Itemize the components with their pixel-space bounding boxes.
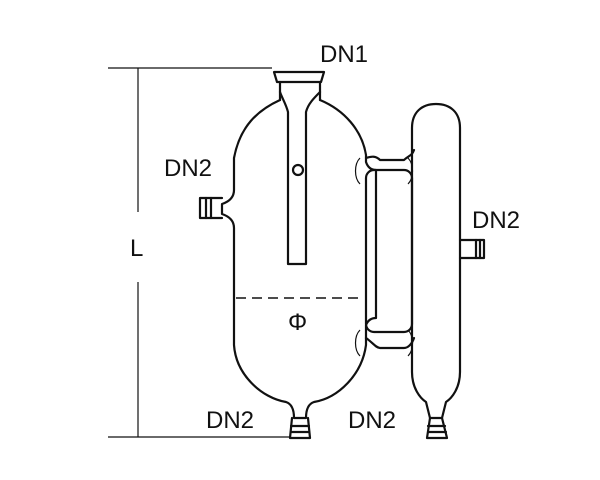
bottom-left-port (288, 416, 312, 440)
left-side-port (198, 196, 224, 220)
lower-left-joint-mark (354, 329, 361, 357)
dip-tube (278, 90, 322, 266)
label-diameter: Φ (288, 309, 307, 336)
label-dn1: DN1 (320, 41, 368, 68)
length-dimension (108, 67, 290, 438)
dn1-flange (272, 70, 326, 84)
right-side-port (458, 238, 486, 260)
label-dn2-left: DN2 (164, 155, 212, 182)
label-dn2-right: DN2 (472, 207, 520, 234)
upper-left-joint-mark (354, 157, 361, 185)
bottom-right-port (425, 416, 449, 440)
dn1-inlet-tube (272, 70, 326, 266)
tube-hole (291, 163, 305, 177)
upper-connecting-neck (364, 148, 416, 162)
connecting-chamber (364, 168, 414, 334)
label-dn2-bottom-left: DN2 (206, 407, 254, 434)
lower-connecting-neck (364, 336, 416, 350)
right-vertical-tube (410, 102, 462, 420)
main-vessel-body (220, 98, 378, 420)
label-dn2-bottom-right: DN2 (348, 407, 396, 434)
label-length: L (130, 235, 143, 262)
